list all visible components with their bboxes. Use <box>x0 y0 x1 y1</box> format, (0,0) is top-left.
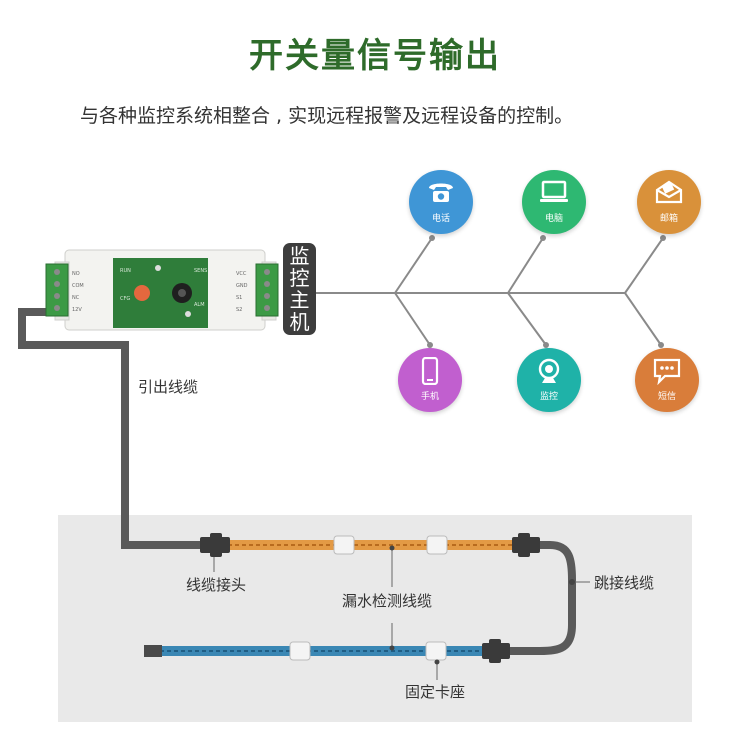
page-subtitle: 与各种监控系统相整合 , 实现远程报警及远程设备的控制。 <box>80 105 574 127</box>
host-label-char: 控 <box>289 266 310 290</box>
channel-label: 短信 <box>657 392 676 402</box>
network-lines <box>316 237 664 346</box>
cable-connector <box>482 639 510 663</box>
network-joint-dots <box>427 235 666 348</box>
channel-label: 手机 <box>420 392 439 402</box>
cable-end-cap <box>144 645 162 657</box>
channel-label: 邮箱 <box>659 214 678 224</box>
module-board-label: CFG <box>120 296 130 302</box>
channel-mail: 邮箱 <box>637 170 701 234</box>
channel-label: 电脑 <box>544 214 563 224</box>
surveillance-camera-icon <box>517 357 581 389</box>
mail-icon <box>637 179 701 209</box>
host-label-char: 机 <box>289 310 310 334</box>
module-board-label: RUN <box>120 268 131 274</box>
channel-sms: 短信 <box>635 348 699 412</box>
jumper-cable-label: 跳接线缆 <box>594 574 655 592</box>
telephone-icon <box>409 179 473 209</box>
monitoring-host-label: 监 控 主 机 <box>283 243 316 335</box>
connector-label: 线缆接头 <box>186 576 247 594</box>
mount-clip-label: 固定卡座 <box>405 683 466 701</box>
host-label-char: 主 <box>289 288 310 312</box>
sms-icon <box>635 357 699 389</box>
mount-clip <box>289 535 448 661</box>
channel-computer: 电脑 <box>522 170 586 234</box>
module-terminal-label-right: GND <box>236 283 248 289</box>
module-terminal-labels: NO COM NC 12V VCC GND S1 S2 <box>72 271 248 313</box>
module-board-label: ALM <box>194 302 205 308</box>
channel-surveillance: 监控 <box>517 348 581 412</box>
lead-cable-label: 引出线缆 <box>135 376 202 397</box>
page-title: 开关量信号输出 <box>249 36 501 76</box>
leak-detection-module <box>45 249 279 331</box>
channel-label: 电话 <box>431 214 450 224</box>
computer-icon <box>522 179 586 209</box>
module-terminal-label-right: S2 <box>236 307 242 313</box>
mobile-phone-icon <box>398 356 462 389</box>
lead-cable <box>18 308 200 549</box>
module-terminal-label-left: NC <box>72 295 80 301</box>
host-label-char: 监 <box>289 244 310 268</box>
channel-mobile: 手机 <box>398 348 462 412</box>
module-terminal-label-right: VCC <box>236 271 247 277</box>
channel-telephone: 电话 <box>409 170 473 234</box>
module-board-labels: RUN CFG SENS ALM <box>120 268 207 308</box>
module-terminal-label-left: 12V <box>72 307 82 313</box>
cable-connector <box>512 533 540 557</box>
cable-connector <box>200 533 230 557</box>
sensing-cable-label: 漏水检测线缆 <box>342 592 433 610</box>
module-terminal-label-left: NO <box>72 271 80 277</box>
channel-label: 监控 <box>539 392 558 402</box>
module-terminal-label-left: COM <box>72 283 84 289</box>
sensing-cable-orange <box>228 540 518 550</box>
module-terminal-label-right: S1 <box>236 295 242 301</box>
jumper-cable <box>500 541 576 655</box>
module-board-label: SENS <box>194 268 207 274</box>
